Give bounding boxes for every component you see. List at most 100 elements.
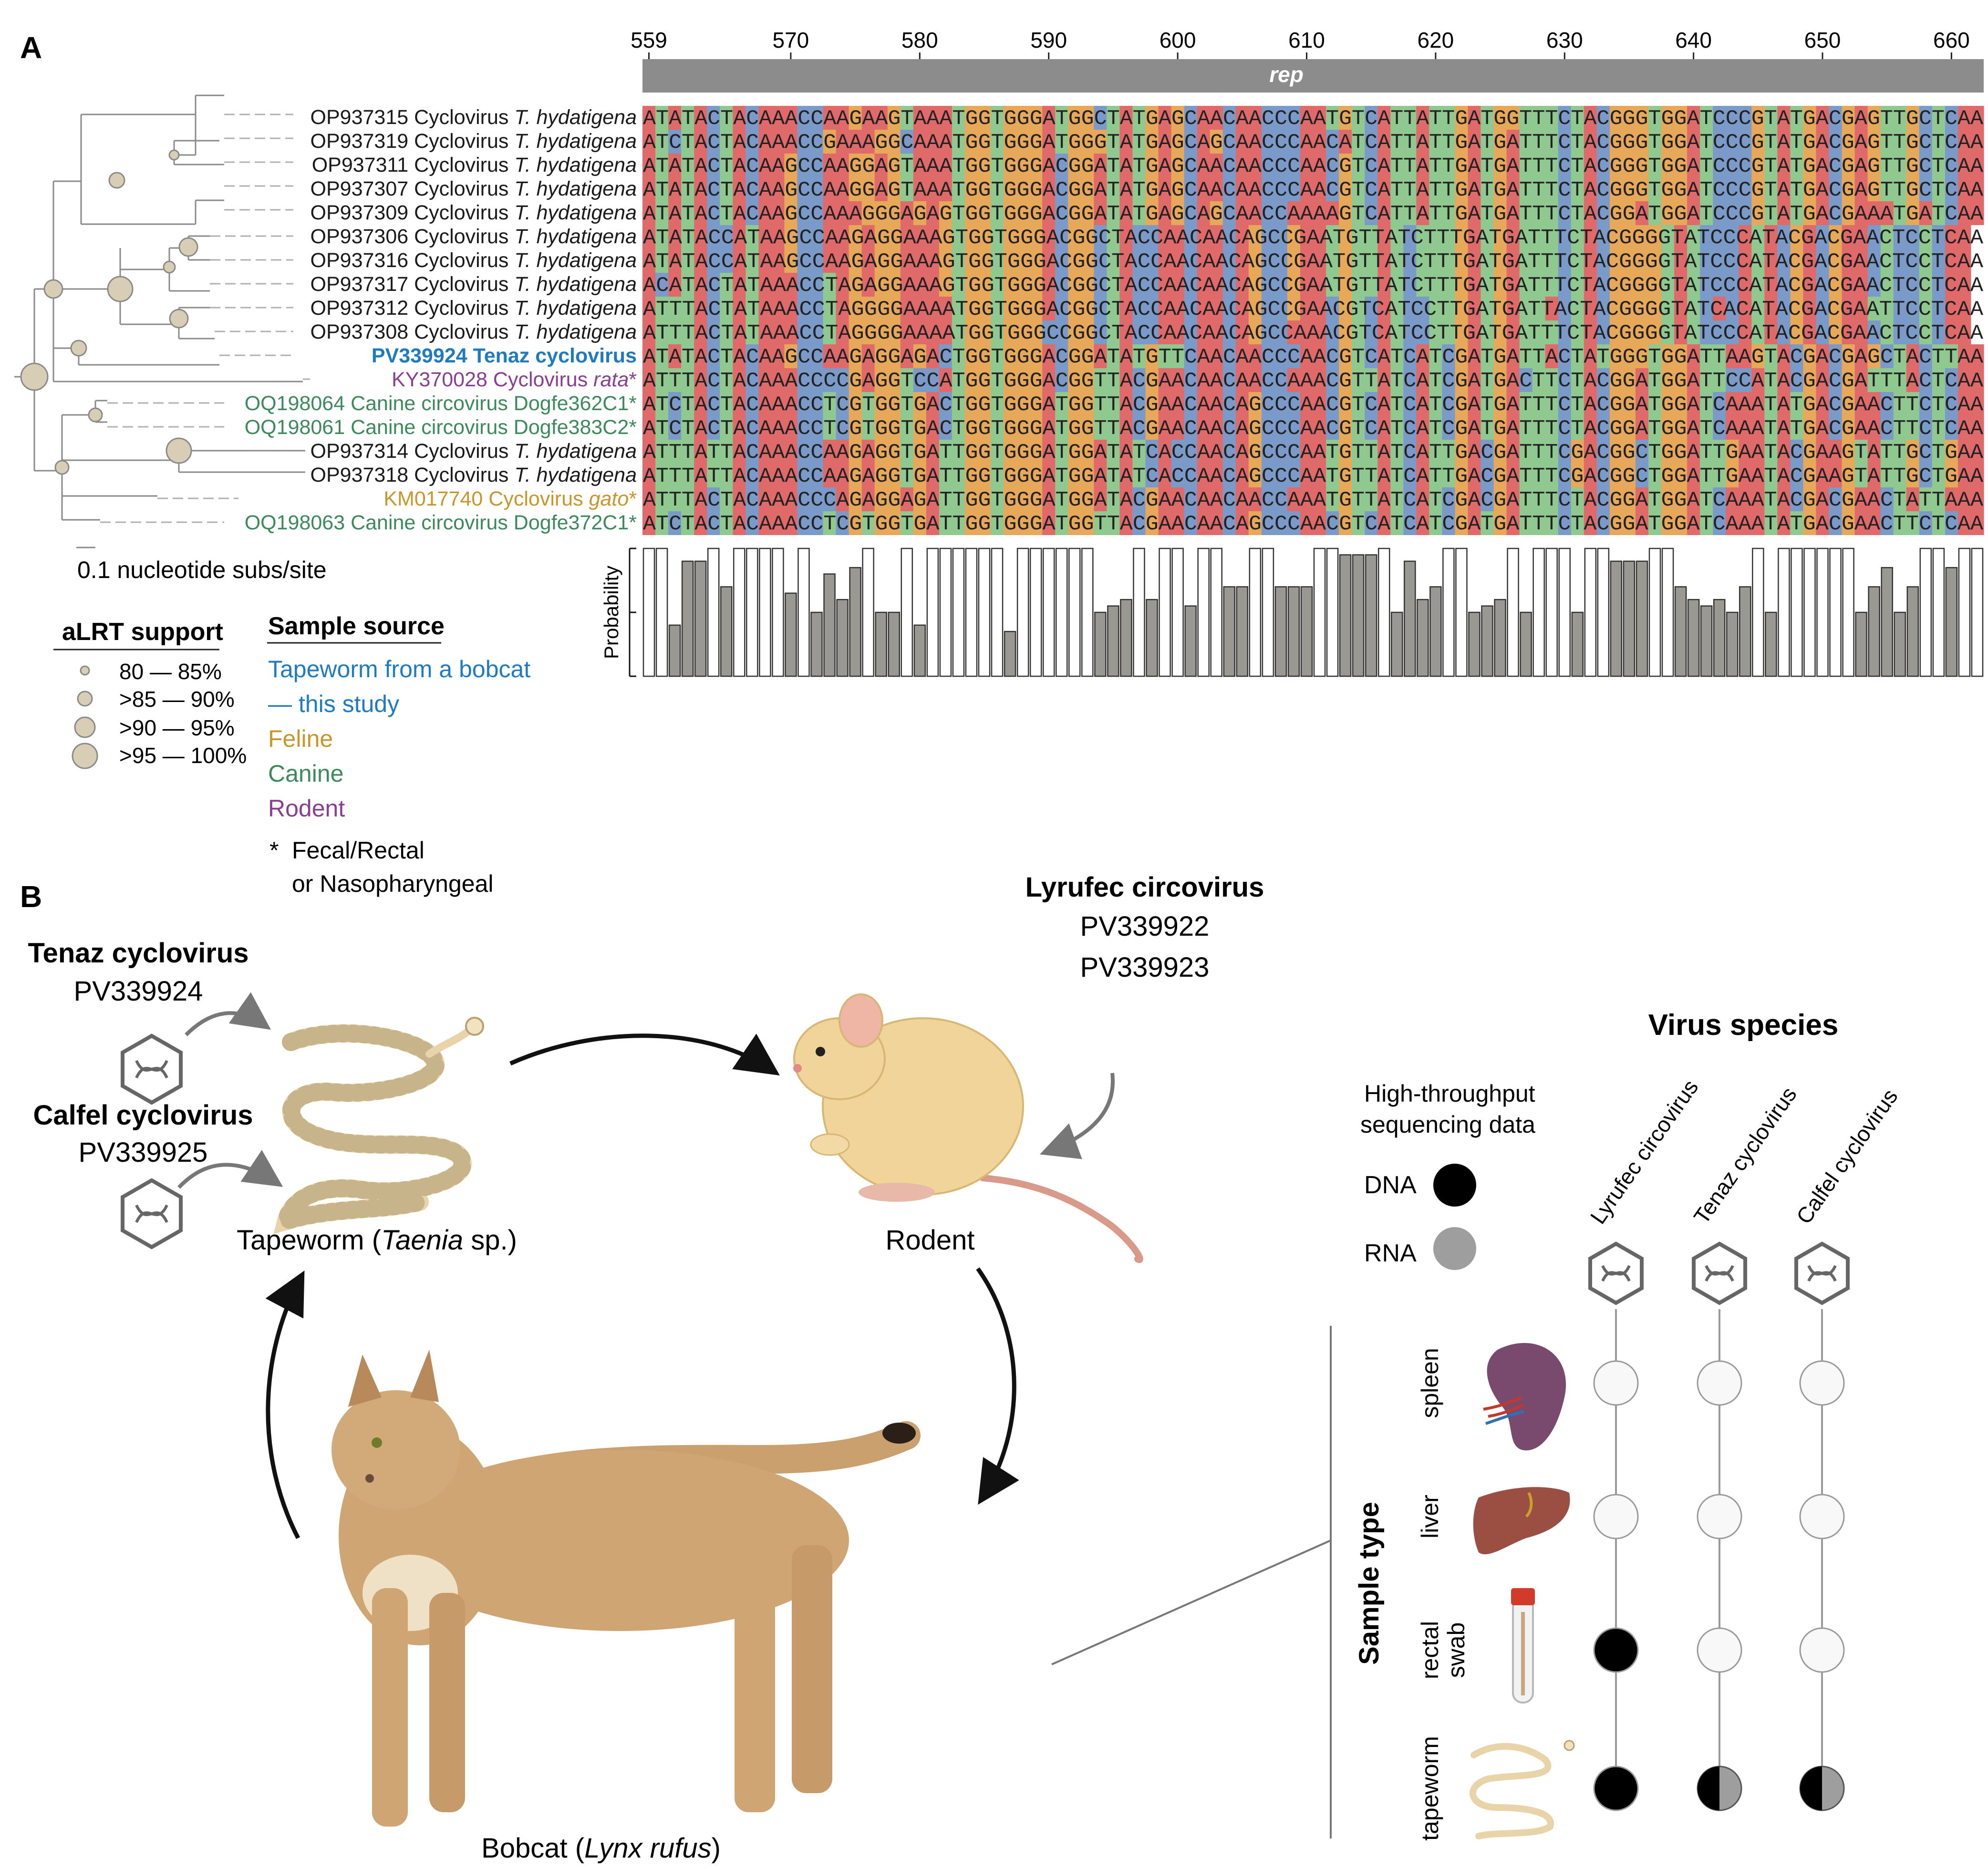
- alignment-cell: [1300, 154, 1314, 177]
- probability-bar: [1429, 586, 1442, 677]
- probability-bar: [1829, 547, 1842, 677]
- probability-bar: [1700, 605, 1713, 677]
- alignment-cell: [1571, 130, 1584, 154]
- probability-plot: Probability: [600, 547, 1984, 677]
- alignment-cell: [1919, 177, 1933, 201]
- alignment-cell: [913, 106, 927, 130]
- detection-marker: [1697, 1627, 1742, 1673]
- detection-marker: [1593, 1766, 1639, 1811]
- virus-hexagon-icon: [121, 1178, 183, 1249]
- alignment-cell: [1545, 201, 1559, 225]
- tip-label: OP937316 Cyclovirus T. hydatigena: [311, 249, 637, 272]
- alignment-cell: [1803, 106, 1817, 130]
- alignment-cell: [797, 154, 811, 177]
- probability-bar: [1068, 547, 1081, 677]
- alignment-cell: [1739, 130, 1752, 154]
- alignment-cell: [746, 154, 759, 177]
- alignment-cell: [1158, 201, 1172, 225]
- alignment-cell: [836, 177, 849, 201]
- probability-bar: [668, 624, 681, 677]
- tip-label: OP937318 Cyclovirus T. hydatigena: [311, 464, 637, 486]
- rep-gene-label: rep: [1269, 62, 1304, 87]
- alignment-cell: [1945, 177, 1958, 201]
- probability-bar: [655, 547, 668, 677]
- probability-bar: [681, 560, 694, 677]
- alignment-cell: [1081, 201, 1094, 225]
- alignment-cell: [771, 201, 785, 225]
- matrix-column-label: Tenaz cyclovirus: [1689, 1082, 1802, 1228]
- alignment-cell: [1403, 130, 1417, 154]
- alignment-cell: [1029, 130, 1043, 154]
- alignment-cell: [655, 130, 669, 154]
- position-tick-label: 660: [1933, 28, 1970, 52]
- position-tick-label: 650: [1804, 28, 1841, 52]
- alignment-cell: [1016, 177, 1030, 201]
- alignment-cell: [1661, 106, 1675, 130]
- virus-hexagon-icon: [121, 1033, 183, 1105]
- probability-bar: [965, 547, 978, 677]
- alignment-cell: [1377, 154, 1391, 177]
- alignment-cell: [1777, 106, 1791, 130]
- alignment-cell: [1532, 130, 1546, 154]
- alignment-cell: [978, 201, 991, 225]
- probability-bar: [720, 586, 733, 677]
- alignment-cell: [642, 154, 656, 177]
- probability-bar: [1055, 547, 1068, 677]
- probability-bar: [849, 567, 861, 677]
- alignment-cell: [1132, 154, 1146, 177]
- alignment-cell: [1068, 130, 1081, 154]
- alignment-cell: [655, 201, 669, 225]
- probability-bar: [1842, 547, 1854, 677]
- alignment-cell: [1764, 106, 1778, 130]
- alignment-cell: [1816, 154, 1830, 177]
- alignment-cell: [1468, 177, 1481, 201]
- source-legend-title: Sample source: [268, 612, 445, 640]
- alignment-cell: [1687, 106, 1700, 130]
- alignment-cell: [1222, 130, 1236, 154]
- alignment-cell: [733, 106, 746, 130]
- alignment-cell: [1197, 106, 1211, 130]
- alignment-cell: [642, 130, 656, 154]
- probability-bar: [1610, 560, 1623, 677]
- probability-bar: [1778, 547, 1790, 677]
- alignment-cell: [733, 154, 746, 177]
- alignment-cell: [1609, 177, 1623, 201]
- alignment-cell: [964, 201, 978, 225]
- tree-tip-leaders: [100, 114, 310, 523]
- alignment-cell: [1764, 130, 1778, 154]
- probability-bar: [1236, 586, 1249, 677]
- alignment-cell: [1493, 154, 1507, 177]
- alignment-cell: [1042, 154, 1056, 177]
- alignment-cell: [1764, 154, 1778, 177]
- alignment-cell: [1661, 201, 1675, 225]
- alignment-cell: [1713, 177, 1726, 201]
- alignment-cell: [849, 177, 862, 201]
- alignment-cell: [784, 154, 798, 177]
- probability-bar: [1868, 586, 1880, 677]
- alignment-cell: [797, 106, 811, 130]
- alignment-sequence: ATTTACTATAAACCTAGGGGAAAATGGTGGGCCGGCTACC…: [643, 321, 1984, 345]
- alignment-cell: [1429, 154, 1442, 177]
- probability-bar: [1274, 586, 1287, 677]
- alignment-cell: [1004, 154, 1017, 177]
- alignment-cell: [668, 177, 682, 201]
- alignment-cell: [1222, 106, 1236, 130]
- alignment-cell: [1751, 177, 1765, 201]
- alignment-cell: [1403, 154, 1417, 177]
- alignment-cell: [1055, 154, 1068, 177]
- alignment-cell: [1222, 201, 1236, 225]
- alignment-cell: [1055, 201, 1068, 225]
- alignment-cell: [1468, 130, 1481, 154]
- position-tick-label: 610: [1288, 28, 1325, 52]
- alignment-sequence: ATTTACTACAAACCCCGAGGTCCATGGTGGGACGGTTACG…: [643, 369, 1984, 393]
- probability-bar: [1004, 630, 1016, 677]
- alignment-cell: [1235, 154, 1249, 177]
- alignment-cell: [900, 201, 914, 225]
- probability-bar: [1455, 547, 1468, 677]
- alignment-cell: [1029, 201, 1043, 225]
- probability-bar: [1520, 611, 1532, 677]
- alignment-cell: [1970, 154, 1984, 177]
- tip-label: OQ198063 Canine circovirus Dogfe372C1*: [245, 511, 637, 534]
- alignment-cell: [1132, 106, 1146, 130]
- alignment-cell: [1248, 130, 1262, 154]
